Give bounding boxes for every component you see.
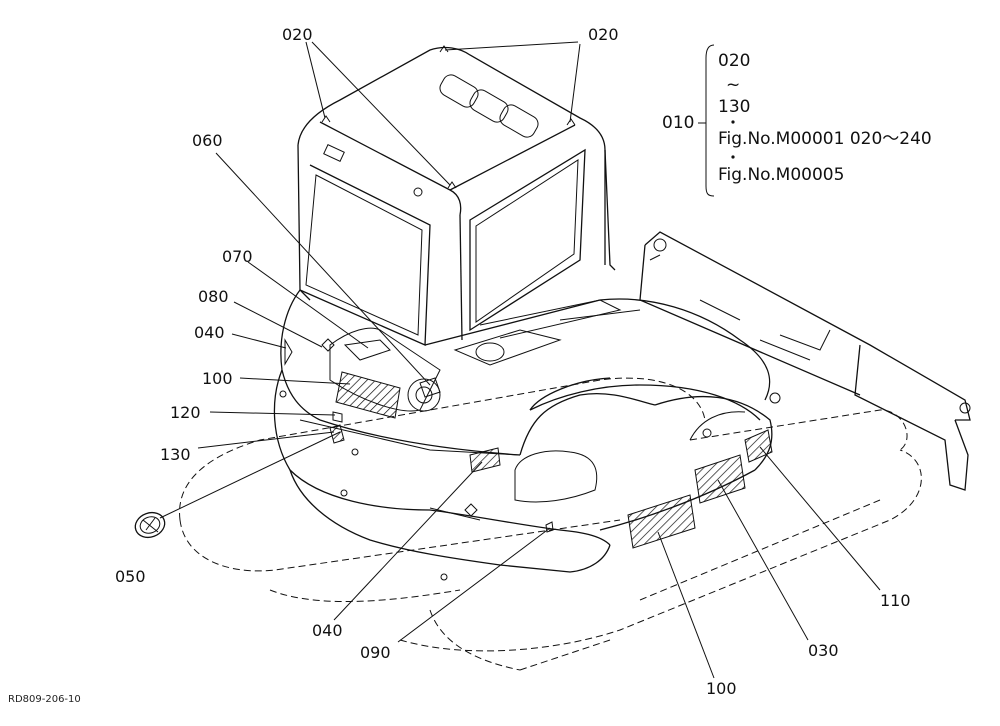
decals: [284, 338, 773, 549]
engine-hood: [424, 298, 781, 441]
decal-130: [329, 424, 345, 444]
legend-dot-1: [731, 120, 735, 124]
legend-ref-1: Fig.No.M00001 020～240: [718, 129, 932, 149]
callout-020-left: 020: [282, 25, 313, 44]
excavator-drawing: [134, 45, 971, 671]
callout-labels: 020 020 060 070 080 040 100 120 130 050 …: [115, 25, 911, 698]
legend-bracket: [698, 44, 715, 197]
legend-dot-2: [731, 155, 735, 159]
decal-060: [419, 377, 441, 398]
callout-060: 060: [192, 131, 223, 150]
legend-tilde: ~: [726, 75, 740, 95]
decal-030: [694, 454, 746, 504]
dozer-blade: [639, 231, 971, 491]
callout-130: 130: [160, 445, 191, 464]
callout-100-bottom: 100: [706, 679, 737, 698]
callout-040-lower: 040: [312, 621, 343, 640]
callout-110: 110: [880, 591, 911, 610]
callout-020-right: 020: [588, 25, 619, 44]
document-id: RD809-206-10: [8, 694, 81, 705]
emblem-050: [134, 511, 166, 539]
callout-100-left: 100: [202, 369, 233, 388]
decal-100-rear: [335, 371, 401, 419]
leader-lines: [159, 41, 881, 679]
legend-range-start: 020: [718, 51, 750, 71]
callout-090: 090: [360, 643, 391, 662]
decal-070: [343, 339, 391, 361]
cab: [297, 45, 616, 346]
legend-parent-number: 010: [662, 113, 694, 133]
decal-080: [321, 338, 335, 352]
callout-080: 080: [198, 287, 229, 306]
callout-040-upper: 040: [194, 323, 225, 342]
callout-030: 030: [808, 641, 839, 660]
callout-050: 050: [115, 567, 146, 586]
decal-090: [545, 521, 554, 533]
decal-100-side: [627, 494, 696, 549]
legend-ref-2: Fig.No.M00005: [718, 165, 844, 185]
track-outline: [179, 377, 922, 671]
assembly-legend: 010 020 ~ 130 Fig.No.M00001 020～240 Fig.…: [662, 44, 932, 197]
rear-body: [273, 289, 773, 581]
decal-040-upper: [284, 338, 293, 366]
callout-120: 120: [170, 403, 201, 422]
decal-040-rear: [469, 447, 501, 473]
callout-070: 070: [222, 247, 253, 266]
legend-range-end: 130: [718, 97, 750, 117]
decal-120: [332, 411, 343, 423]
